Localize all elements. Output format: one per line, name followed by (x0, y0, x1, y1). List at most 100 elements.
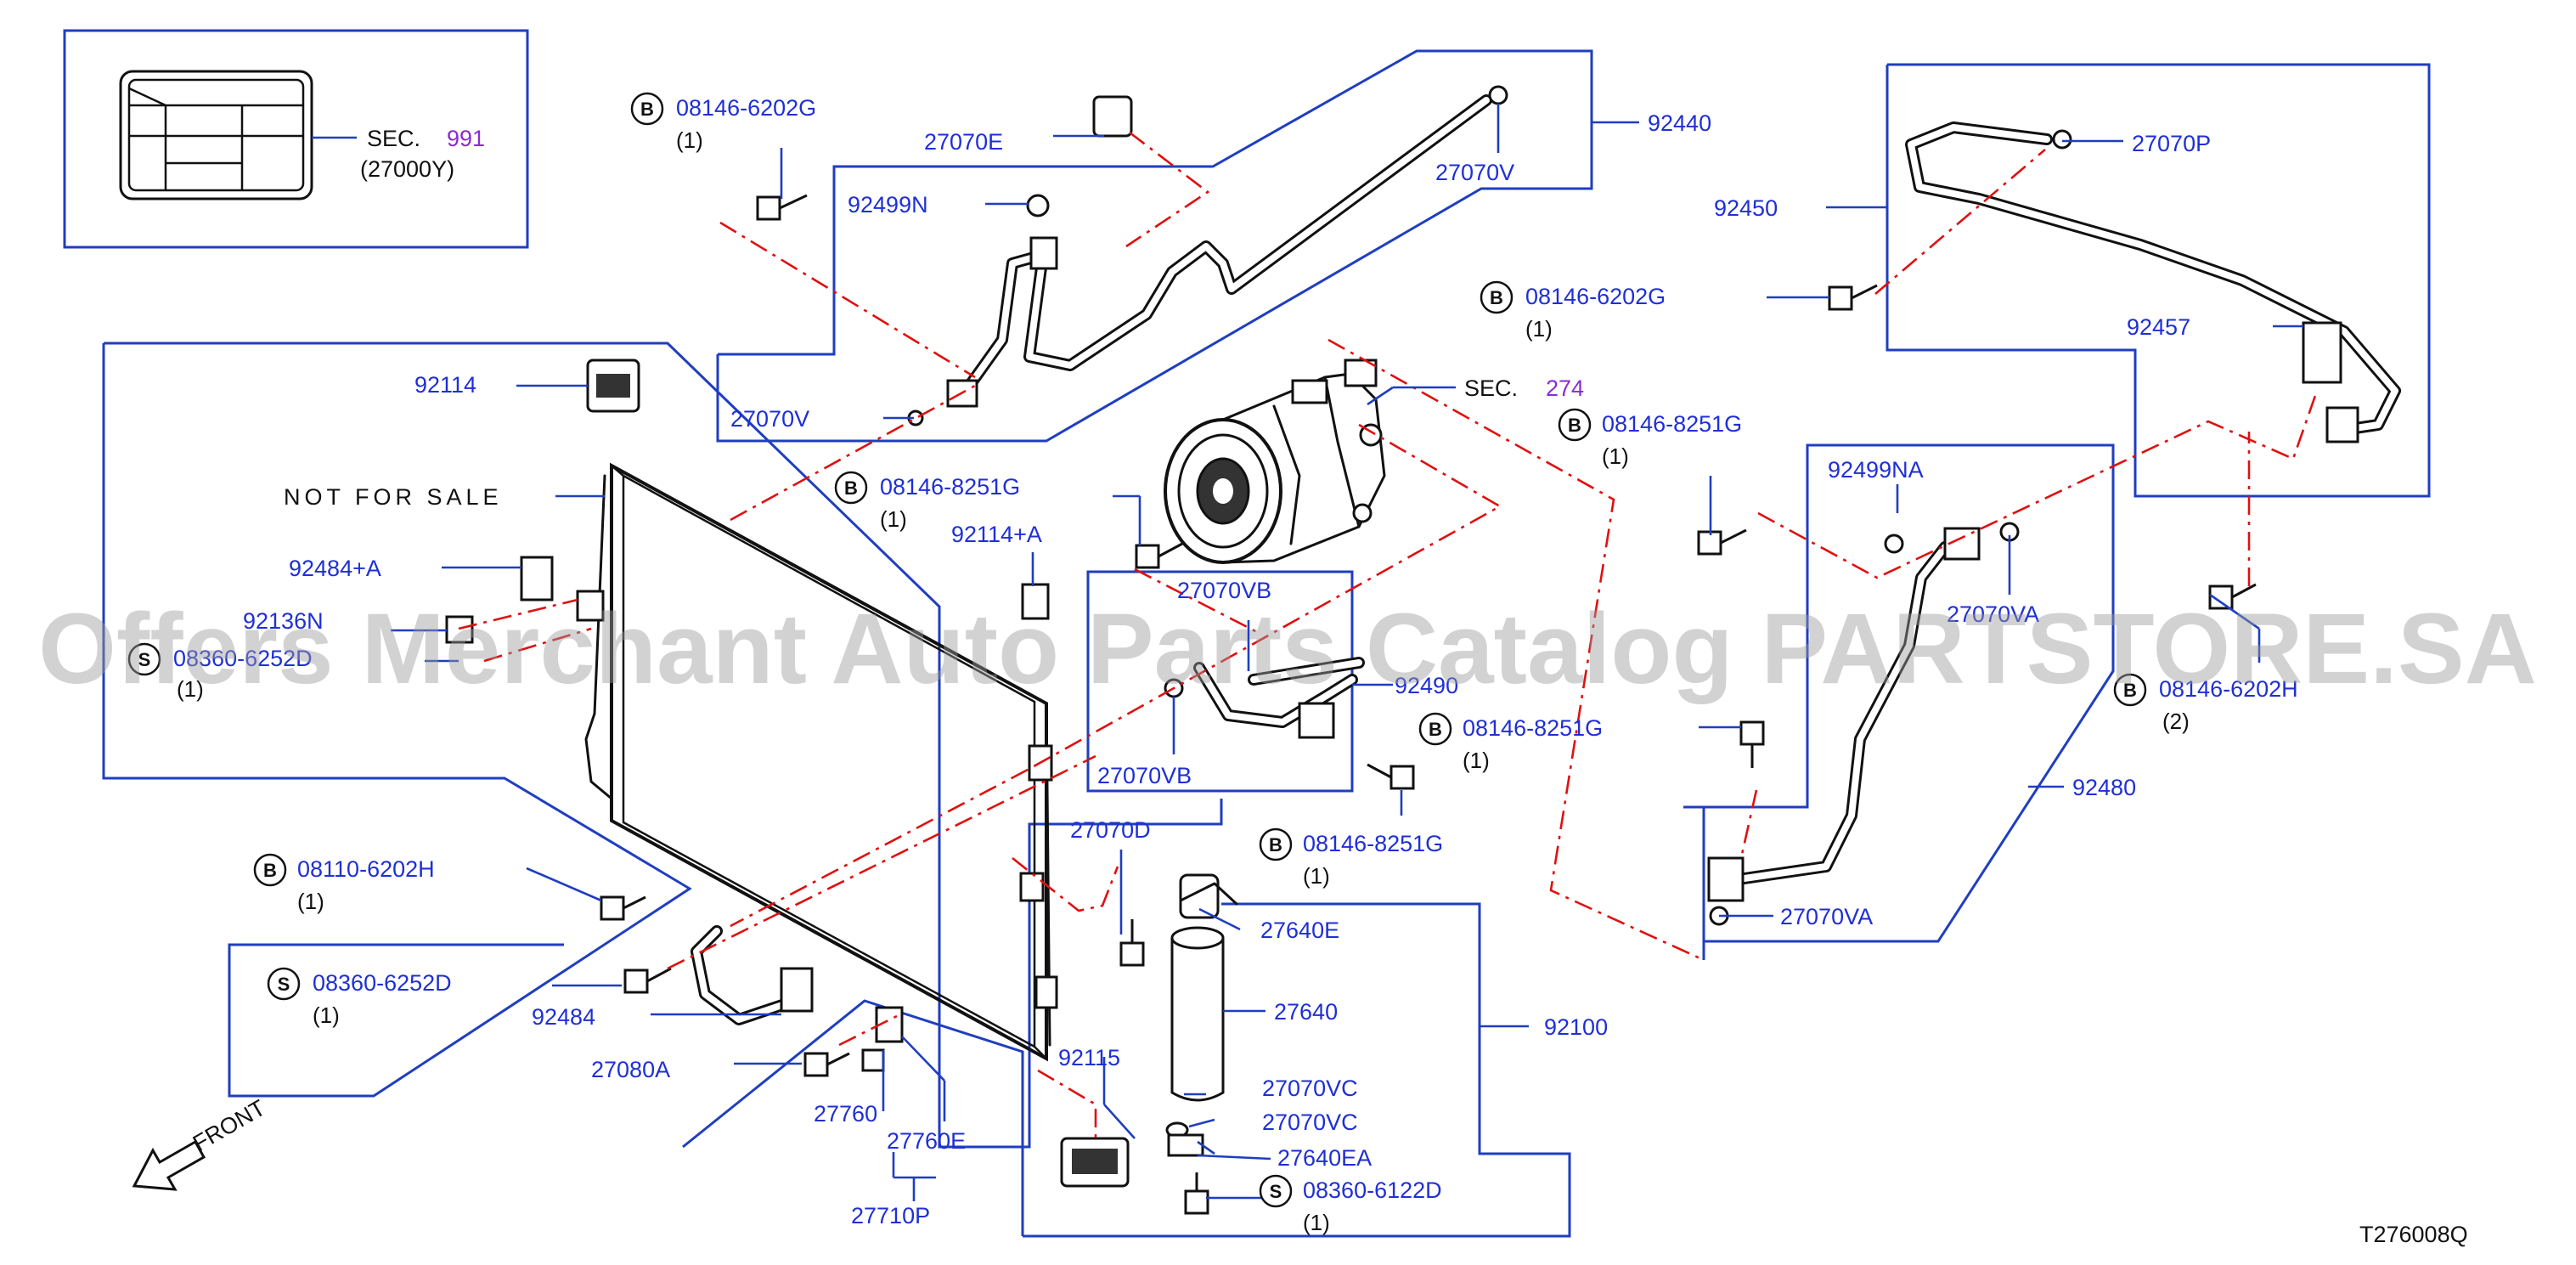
part-label-92457[interactable]: 92457 (2127, 314, 2190, 340)
part-label-92136N[interactable]: 92136N (243, 608, 324, 634)
pipe-92440 (1023, 94, 1492, 371)
part-label-92100[interactable]: 92100 (1544, 1014, 1608, 1040)
inset-sec-link[interactable]: 991 (447, 126, 485, 151)
part-label-27070VC-b[interactable]: 27070VC (1262, 1110, 1358, 1135)
part-label-27070V-top[interactable]: 27070V (1435, 160, 1514, 185)
part-label-92115[interactable]: 92115 (1058, 1045, 1120, 1070)
fastener-code: 08146-8251G (1303, 831, 1443, 856)
part-label-92450[interactable]: 92450 (1714, 195, 1778, 221)
part-label-92484A[interactable]: 92484+A (289, 556, 381, 581)
leader-lines (391, 104, 2303, 1201)
fastener-08146-8251G-3[interactable]: B 08146-8251G (1) (1418, 712, 1603, 773)
part-label-27640EA[interactable]: 27640EA (1277, 1145, 1372, 1171)
fastener-08360-6122D[interactable]: S 08360-6122D (1) (1259, 1174, 1442, 1235)
pipe-92450 (1905, 121, 2401, 443)
part-label-27070VA-a[interactable]: 27070VA (1947, 601, 2039, 627)
part-label-27080A[interactable]: 27080A (591, 1057, 670, 1082)
fastener-08146-6202H[interactable]: B 08146-6202H (2) (2113, 673, 2298, 734)
pipe-92480 (1707, 527, 1981, 902)
part-label-92499N[interactable]: 92499N (848, 192, 928, 217)
fastener-08360-6252D-2[interactable]: S 08360-6252D (1) (267, 967, 452, 1028)
part-label-27070D[interactable]: 27070D (1070, 817, 1151, 843)
part-label-27760[interactable]: 27760 (814, 1101, 877, 1127)
fastener-code: 08110-6202H (297, 856, 435, 882)
pipe-92499N (946, 236, 1058, 408)
fastener-qty: (1) (313, 1002, 340, 1028)
fastener-code: 08146-6202H (2159, 676, 2298, 702)
fastener-qty: (1) (177, 676, 204, 702)
fastener-mark: S (278, 974, 290, 995)
fastener-mark-circle (1259, 827, 1293, 861)
not-for-sale-label: NOT FOR SALE (284, 484, 503, 510)
fastener-mark: B (1269, 834, 1282, 856)
fastener-08146-8251G-2[interactable]: B 08146-8251G (1) (834, 471, 1020, 532)
fastener-08146-8251G-4[interactable]: B 08146-8251G (1) (1259, 827, 1443, 889)
fastener-mark-circle (1418, 712, 1452, 746)
sec274-link[interactable]: 274 (1546, 376, 1584, 401)
part-label-27760E[interactable]: 27760E (887, 1128, 966, 1154)
part-label-92499NA[interactable]: 92499NA (1828, 457, 1924, 483)
inset-box (63, 29, 529, 249)
fastener-qty: (2) (2162, 709, 2190, 734)
part-label-92480[interactable]: 92480 (2072, 775, 2136, 800)
part-label-27070VB-b[interactable]: 27070VB (1097, 763, 1192, 788)
fastener-mark-circle (2113, 673, 2147, 707)
part-label-27070VC-a[interactable]: 27070VC (1262, 1076, 1358, 1101)
condenser-drawing (584, 462, 1058, 1062)
fastener-code: 08146-8251G (1602, 411, 1742, 437)
pipe-92490 (1193, 657, 1365, 739)
fastener-qty: (1) (676, 127, 703, 153)
part-label-92490[interactable]: 92490 (1395, 673, 1458, 698)
fastener-08110-6202H[interactable]: B 08110-6202H (1) (253, 853, 435, 914)
watermark-text: Offers Merchant Auto Parts Catalog PARTS… (38, 593, 2537, 705)
fastener-code: 08146-6202G (676, 95, 816, 121)
fastener-08360-6252D-1[interactable]: S 08360-6252D (1) (127, 642, 313, 702)
fastener-mark-circle (834, 471, 868, 505)
outline-92100-bottomleft (682, 999, 1024, 1236)
part-label-92114[interactable]: 92114 (414, 372, 476, 398)
bolts-drawing (600, 85, 2257, 1215)
fastener-qty: (1) (1463, 748, 1490, 773)
label-sticker-icon (119, 70, 313, 200)
part-label-27640[interactable]: 27640 (1274, 999, 1338, 1025)
fastener-qty: (1) (1303, 1210, 1330, 1235)
part-label-27070V-left[interactable]: 27070V (730, 406, 809, 432)
receiver-dryer-drawing (1165, 873, 1225, 1157)
part-label-27070E[interactable]: 27070E (924, 129, 1003, 155)
fastener-code: 08146-6202G (1525, 284, 1666, 309)
fastener-08146-6202G-1[interactable]: B 08146-6202G (1) (630, 92, 816, 153)
fastener-mark-circle (267, 967, 301, 1001)
part-label-92484[interactable]: 92484 (532, 1004, 595, 1030)
fastener-qty: (1) (1602, 443, 1629, 469)
outline-92480 (1683, 443, 2115, 960)
part-label-27070P[interactable]: 27070P (2132, 131, 2211, 156)
part-label-27070VA-b[interactable]: 27070VA (1780, 904, 1873, 929)
outline-92100-upper (104, 342, 1223, 1149)
part-label-27070VB-a[interactable]: 27070VB (1177, 578, 1271, 603)
part-label-92114A[interactable]: 92114+A (951, 522, 1042, 547)
inset-sec-prefix: SEC. (367, 126, 420, 151)
fastener-mark: B (640, 99, 654, 120)
outline-92100-bottom (1023, 902, 1571, 1238)
inset-sub: (27000Y) (360, 156, 454, 182)
compressor-drawing (1164, 359, 1386, 564)
fastener-qty: (1) (297, 889, 324, 914)
fastener-mark-circle (1480, 280, 1513, 314)
outline-92440 (716, 49, 1593, 443)
fastener-qty: (1) (1525, 316, 1553, 342)
fastener-08146-8251G-1[interactable]: B 08146-8251G (1) (1558, 408, 1742, 469)
part-label-92440[interactable]: 92440 (1648, 110, 1711, 136)
front-arrow-icon (132, 1139, 206, 1191)
diagram-code: T276008Q (2359, 1222, 2468, 1247)
fastener-code: 08146-8251G (1463, 715, 1603, 741)
fastener-08146-6202G-2[interactable]: B 08146-6202G (1) (1480, 280, 1666, 342)
connection-lines (458, 131, 2319, 1144)
fastener-mark-circle (253, 853, 287, 887)
fastener-mark: B (2123, 680, 2137, 701)
fastener-mark: S (138, 649, 151, 670)
part-label-27640E[interactable]: 27640E (1260, 918, 1339, 943)
part-label-27710P[interactable]: 27710P (851, 1203, 930, 1228)
fastener-code: 08360-6252D (173, 646, 313, 671)
